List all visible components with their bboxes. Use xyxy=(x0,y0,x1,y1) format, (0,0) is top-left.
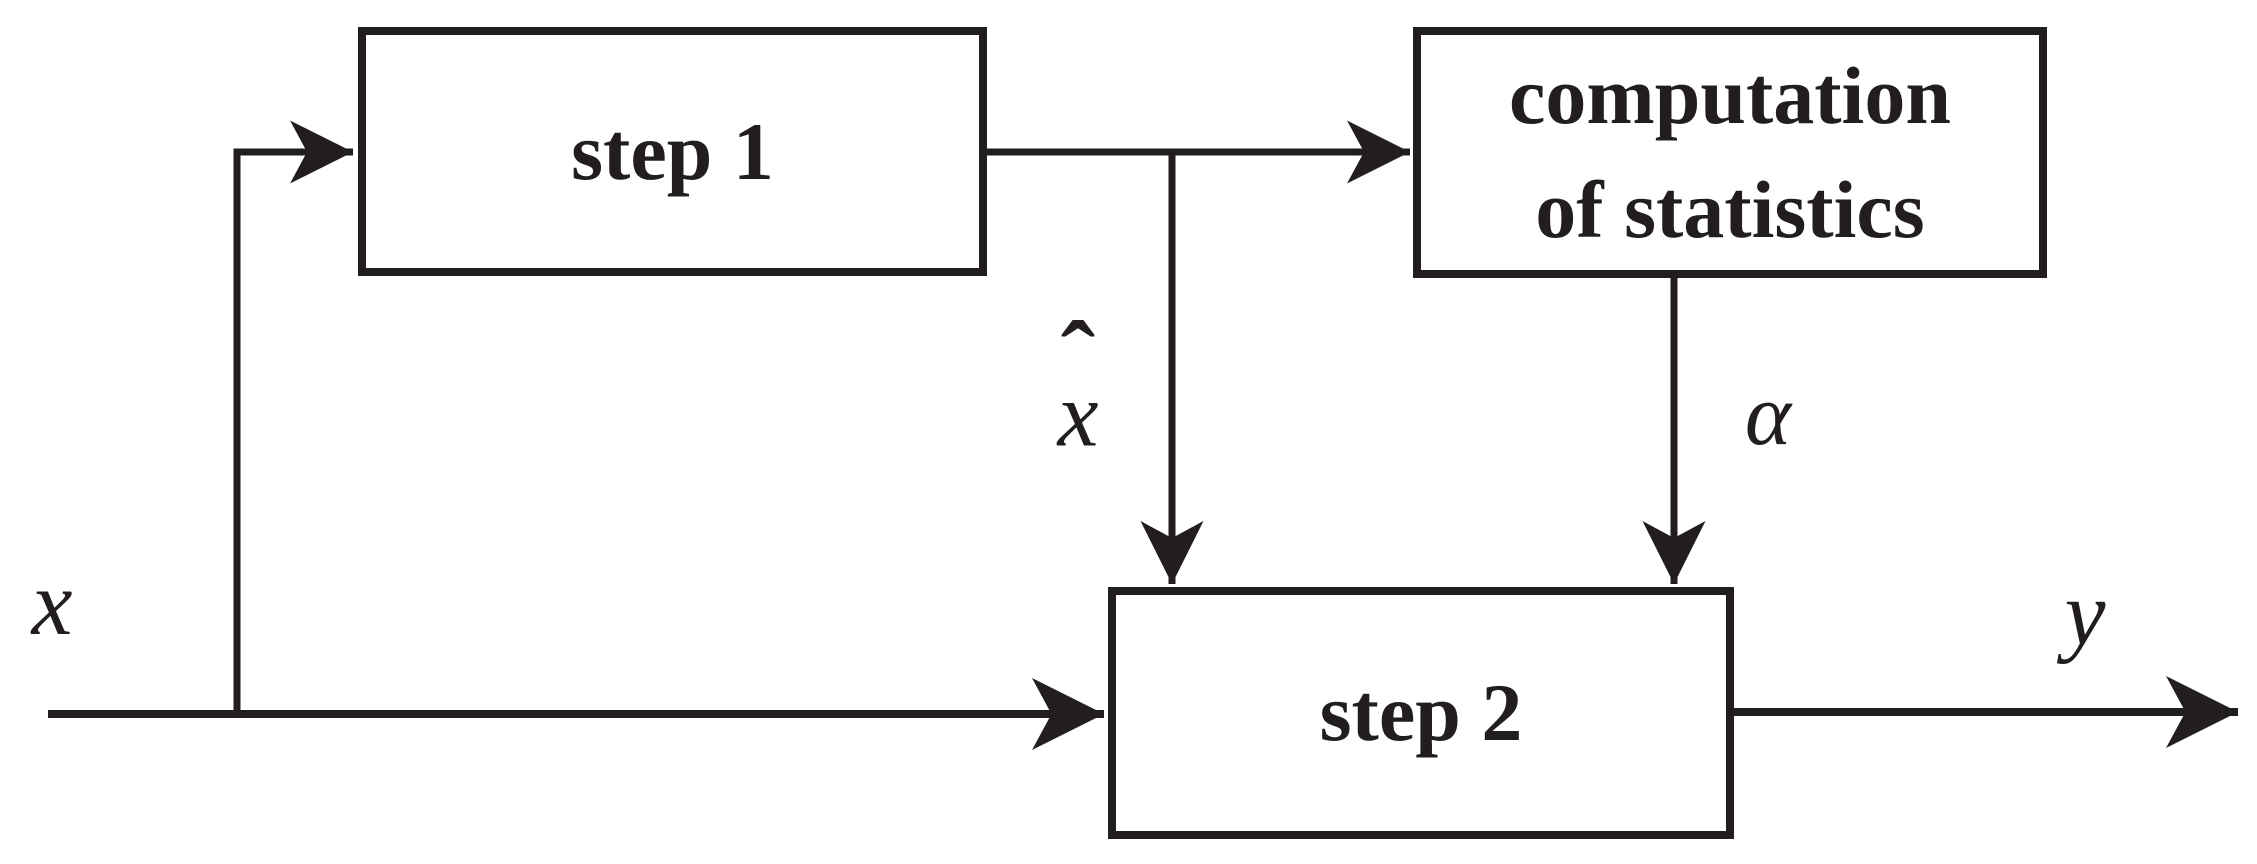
xhat-base: x xyxy=(1057,363,1099,466)
feedback-branch-line xyxy=(233,120,353,716)
step1-box-label: step 1 xyxy=(571,105,774,197)
step1-box: step 1 xyxy=(358,27,987,276)
step2-box-label: step 2 xyxy=(1319,667,1523,759)
computation-of-statistics-box: computation of statistics xyxy=(1413,27,2047,278)
stats-box-label-line2: of statistics xyxy=(1535,163,1925,255)
input-signal-label-x: x xyxy=(31,552,73,654)
intermediate-signal-label-xhat: ˆ x xyxy=(1057,307,1099,466)
stats-box-label-line1: computation xyxy=(1509,50,1951,142)
statistic-label-alpha: α xyxy=(1744,367,1792,464)
step2-box: step 2 xyxy=(1108,587,1734,839)
output-signal-label-y: y xyxy=(2064,562,2106,664)
